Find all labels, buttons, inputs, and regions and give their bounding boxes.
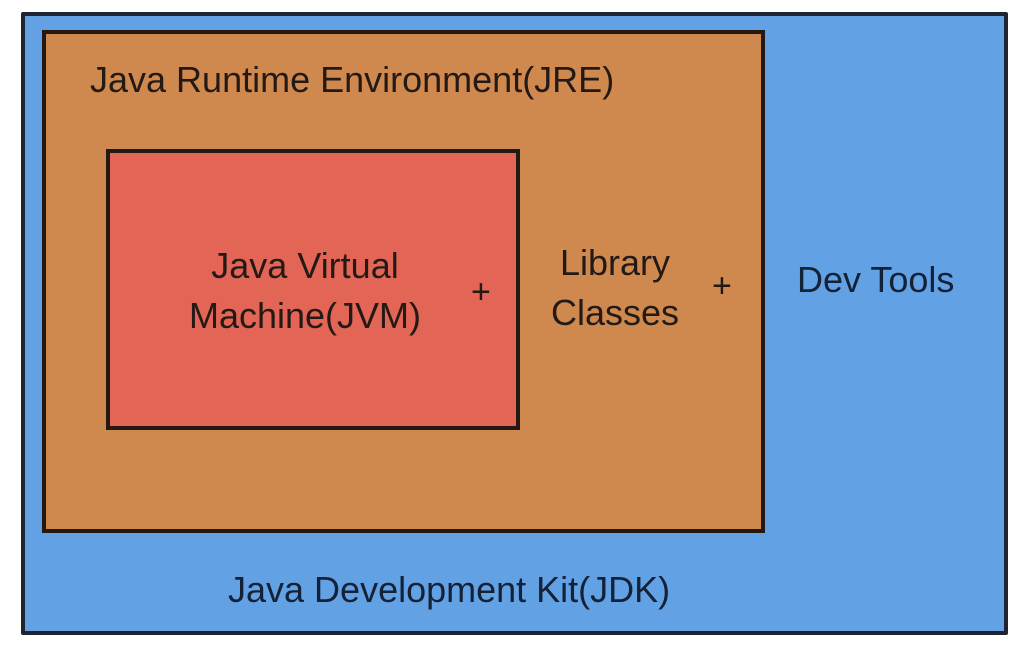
jvm-label: Java Virtual Machine(JVM) — [150, 241, 460, 341]
plus-operator-jre-devtools: + — [712, 267, 732, 305]
jvm-label-line-2: Machine(JVM) — [188, 295, 422, 336]
library-label-line-2: Classes — [550, 292, 680, 333]
jre-label: Java Runtime Environment(JRE) — [90, 59, 615, 100]
library-label-line-1: Library — [559, 242, 671, 283]
plus-operator-jvm-library: + — [471, 273, 491, 311]
jvm-label-line-1: Java Virtual — [211, 245, 399, 286]
jdk-label: Java Development Kit(JDK) — [228, 569, 671, 610]
jvm-box — [106, 149, 520, 430]
dev-tools-label: Dev Tools — [797, 259, 955, 300]
library-classes-label: Library Classes — [530, 238, 700, 338]
